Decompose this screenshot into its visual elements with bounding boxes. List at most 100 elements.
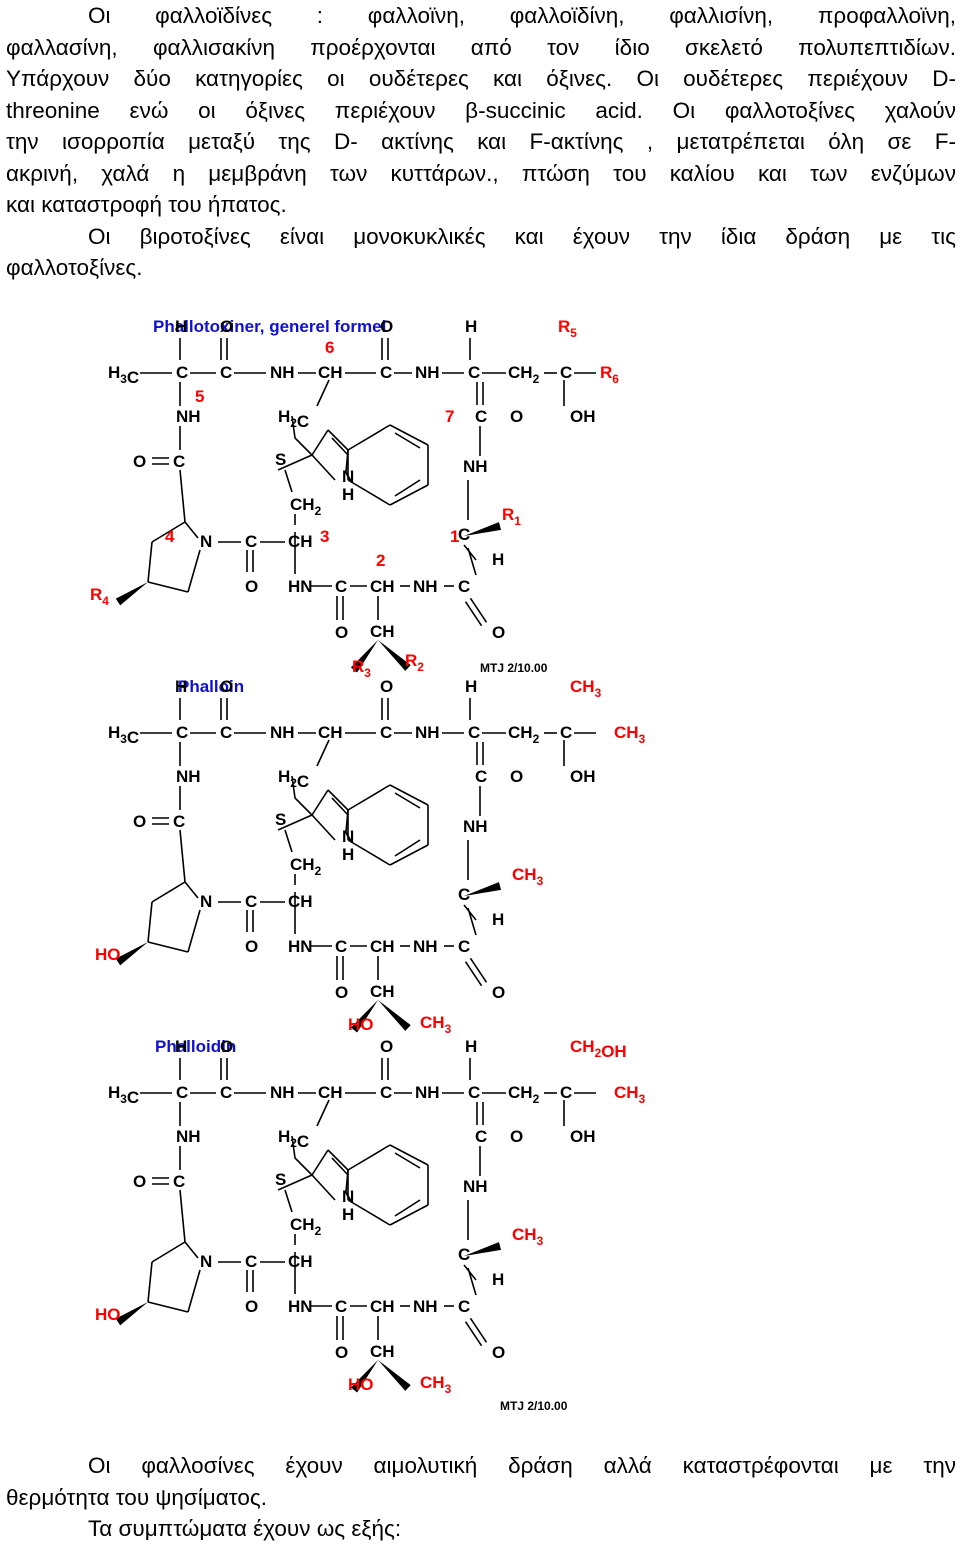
atom-label: NH (415, 1083, 440, 1102)
atom-label: C (173, 452, 185, 471)
wedge-bond (378, 1000, 411, 1031)
intro-line: Οι βιροτοξίνες είναι μονοκυκλικές και έχ… (88, 223, 956, 249)
intro-line: Οι φαλλοϊδίνες : φαλλοϊνη, φαλλοϊδίνη, φ… (88, 3, 956, 28)
ring-substituent: R4 (90, 585, 109, 608)
bond (327, 789, 349, 811)
bond (394, 792, 421, 809)
wedge-bond (115, 582, 148, 606)
atom-label: C (475, 767, 487, 786)
wedge-bond (464, 522, 502, 536)
atom-label: C (468, 1083, 480, 1102)
bond (284, 829, 293, 853)
bond (389, 784, 429, 806)
side-right-substituent: R6 (600, 363, 619, 386)
bond (463, 544, 477, 561)
position-number: 4 (165, 527, 175, 546)
bond (147, 1301, 189, 1313)
structure-panel: PhalloidinHOOHH3CCCNHCHCNHCCH2CNHH2CCOOH… (95, 1037, 646, 1413)
bond (311, 429, 329, 456)
atom-label: O (335, 623, 348, 642)
atom-label: H (342, 845, 354, 864)
position-number: 3 (320, 527, 329, 546)
bond (184, 881, 199, 899)
atom-label: C (380, 723, 392, 742)
bond (187, 909, 201, 953)
atom-label: CH (288, 1252, 313, 1271)
wedge-bond (350, 1000, 378, 1033)
atom-label: NH (413, 1297, 438, 1316)
bond (151, 881, 186, 903)
intro-line: Υπάρχουν δύο κατηγορίες οι ουδέτερες και… (6, 66, 956, 91)
atom-label: NH (176, 1127, 201, 1146)
atom-label: C (458, 1297, 470, 1316)
branch-substituent: CH3 (512, 865, 544, 888)
bond (147, 1261, 153, 1303)
structure-panel: PhalloinHOOHH3CCCNHCHCNHCCH2CNHH2CCOOHOC… (95, 677, 646, 1036)
position-number: 7 (445, 407, 454, 426)
atom-label: C (335, 577, 347, 596)
bond (327, 429, 349, 451)
atom-label: C (475, 407, 487, 426)
bond (463, 904, 477, 921)
atom-label: CH (318, 363, 343, 382)
atom-label: C (245, 532, 257, 551)
bond (311, 1149, 329, 1176)
branch-substituent: R1 (502, 505, 521, 528)
atom-label: NH (463, 457, 488, 476)
bond (147, 901, 153, 943)
bond (331, 437, 349, 456)
intro-line: φαλλοτοξίνες. (6, 255, 143, 280)
atom-label: C (176, 723, 188, 742)
bond (389, 424, 429, 446)
intro-line: την ισορροπία μεταξύ της D- ακτίνης και … (6, 129, 956, 154)
bond (394, 479, 421, 497)
bond (311, 454, 336, 481)
atom-label: C (380, 1083, 392, 1102)
atom-label: H2C (278, 407, 309, 431)
atom-label: CH2 (508, 363, 540, 386)
atom-label: O (133, 1172, 146, 1191)
bond (187, 1269, 201, 1313)
atom-label: N (200, 892, 212, 911)
atom-label: CH2 (290, 495, 322, 518)
atom-label: C (560, 723, 572, 742)
atom-label: H (492, 1270, 504, 1289)
atom-label: C (475, 1127, 487, 1146)
intro-line: threonine ενώ οι όξινες περιέχουν β-succ… (6, 97, 956, 123)
position-number: 6 (325, 338, 334, 357)
bond (464, 961, 483, 987)
atom-label: CH (318, 1083, 343, 1102)
bond (394, 839, 421, 857)
atom-label: C (335, 937, 347, 956)
bond (187, 549, 201, 593)
side-top-substituent: R5 (558, 317, 577, 340)
atom-label: C (245, 1252, 257, 1271)
bond (151, 521, 186, 543)
atom-label: H3C (108, 1083, 139, 1107)
atom-label: H (342, 1205, 354, 1224)
atom-label: CH (370, 577, 395, 596)
atom-label: C (245, 892, 257, 911)
bond (294, 797, 313, 816)
atom-label: NH (176, 767, 201, 786)
bond (151, 1241, 186, 1263)
position-number: 2 (376, 551, 385, 570)
outro-line: θερμότητα του ψησίματος. (6, 1484, 267, 1510)
side-right-substituent: CH3 (614, 1083, 646, 1106)
atom-label: OH (570, 767, 596, 786)
bond (147, 581, 189, 593)
atom-label: O (492, 623, 505, 642)
atom-label: HN (288, 937, 313, 956)
wedge-bond (350, 1360, 378, 1393)
position-number: 5 (195, 387, 204, 406)
atom-label: H (175, 1037, 187, 1056)
atom-label: CH2 (290, 855, 322, 878)
bond (184, 521, 199, 539)
bottom-left-substituent: HO (348, 1375, 374, 1394)
atom-label: O (220, 317, 233, 336)
atom-label: NH (415, 363, 440, 382)
bond (277, 814, 313, 831)
bond (469, 597, 488, 623)
atom-label: C (458, 885, 470, 904)
bond (331, 797, 349, 816)
